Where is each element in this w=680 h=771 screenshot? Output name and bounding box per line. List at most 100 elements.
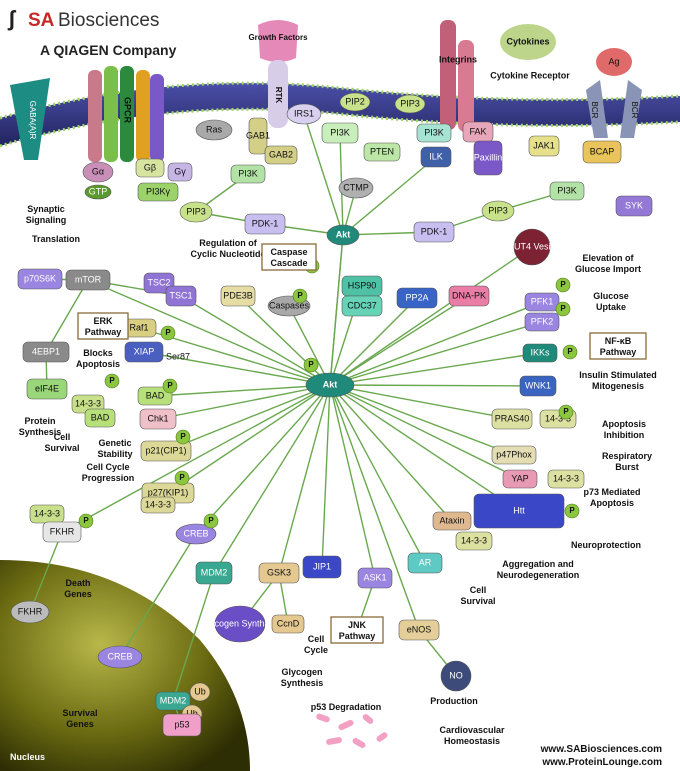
phospho-marker: P (558, 404, 574, 420)
edge-fkhr-top-to-fkhr-nuc (29, 531, 63, 613)
node-pi3kg-label: PI3Kγ (146, 186, 171, 196)
node-ebp1: 4EBP1 (22, 341, 70, 363)
node-p1433-ataxin-label: 14-3-3 (461, 535, 487, 545)
edge-akt-to-caspases (288, 305, 331, 386)
node-glycogen-synthase-label: Glycogen Synthase (201, 618, 279, 628)
node-xiap: XIAP (124, 341, 164, 363)
node-fkhr-nuc: FKHR (10, 600, 50, 624)
node-enos: eNOS (398, 619, 440, 641)
node-ub1: Ub (189, 682, 211, 702)
node-cdc37: CDC37 (341, 295, 383, 317)
node-gtp: GTP (84, 184, 112, 200)
edge-mdm2-top-to-mdm2-nuc (172, 572, 215, 702)
phospho-marker: P (562, 344, 578, 360)
node-pten: PTEN (363, 142, 401, 162)
node-dnapk: DNA-PK (448, 285, 490, 307)
phospho-label: P (180, 432, 186, 441)
phospho-label: P (563, 407, 569, 416)
node-pip3-left: PIP3 (179, 201, 213, 223)
node-ub1-label: Ub (194, 686, 206, 696)
edge-akt-to-p27 (167, 384, 331, 494)
phospho-marker: P (104, 373, 120, 389)
ser87-label: Ser87 (166, 351, 190, 361)
node-pi3k-top: PI3K (321, 122, 359, 144)
node-gab1-label: GAB1 (246, 130, 270, 140)
node-no: NO (440, 660, 472, 692)
footer-url-1: www.SABiosciences.com (540, 744, 662, 755)
phospho-marker: P (174, 470, 190, 486)
phospho-marker: P (160, 325, 176, 341)
node-pip3-right-label: PIP3 (488, 205, 508, 215)
gabaar-receptor: GABA(A)R (10, 78, 50, 160)
node-ctmp: CTMP (338, 177, 374, 199)
phospho-marker: P (555, 277, 571, 293)
edge-akt-to-pfk2 (329, 321, 543, 386)
edge-akt-to-dnapk (329, 295, 470, 386)
node-tsc2-label: TSC2 (147, 277, 170, 287)
node-p70s6k-label: p70S6K (24, 273, 56, 283)
node-p47phox: p47Phox (491, 445, 537, 465)
node-pras40: PRAS40 (491, 408, 533, 430)
node-pp2a: PP2A (396, 287, 438, 309)
phospho-marker: P (303, 357, 319, 373)
node-gg-label: Gγ (174, 166, 186, 176)
node-ga-label: Gα (92, 166, 104, 176)
phospho-label: P (165, 328, 171, 337)
node-xiap-label: XIAP (134, 346, 155, 356)
edge-akt-to-glut4 (329, 246, 533, 386)
node-p21-label: p21(CIP1) (145, 445, 186, 455)
edge-akt-to-xiap (143, 351, 331, 386)
node-p1433-yap-label: 14-3-3 (553, 473, 579, 483)
edge-akt-to-ask1 (329, 384, 376, 579)
edge-akt-to-jip1 (321, 384, 331, 568)
node-gg: Gγ (167, 162, 193, 182)
node-ataxin-label: Ataxin (439, 515, 464, 525)
node-chk1-label: Chk1 (147, 413, 168, 423)
node-jak1: JAK1 (528, 135, 560, 157)
node-ilk-label: ILK (429, 151, 443, 161)
node-ub2-label: Ub (186, 708, 198, 718)
node-bcap: BCAP (582, 140, 622, 164)
node-htt-label: Htt (513, 505, 525, 515)
phospho-marker: P (162, 378, 178, 394)
integrins-label: Integrins (439, 54, 477, 64)
outcome-neuroprotection: Neuroprotection (571, 540, 641, 550)
node-wnk1: WNK1 (519, 375, 557, 397)
node-pi3k-int-label: PI3K (424, 127, 444, 137)
node-p1433-pras-label: 14-3-3 (545, 413, 571, 423)
node-p1433-fkhr: 14-3-3 (29, 504, 65, 524)
edge-akt-to-bad-top (154, 384, 331, 397)
jnk-pathway-box (330, 616, 384, 644)
node-gb: Gβ (135, 158, 165, 178)
p53-fragments (316, 713, 388, 748)
outcome-p53-degradation: p53 Degradation (311, 702, 382, 712)
node-p1433-bad-label: 14-3-3 (75, 398, 101, 408)
node-pi3k-right: PI3K (549, 181, 585, 201)
node-ar-label: AR (419, 557, 432, 567)
edge-akt-to-ar (329, 384, 426, 564)
edge-akt-to-p21 (165, 384, 331, 452)
node-pi3k-left: PI3K (230, 164, 266, 184)
node-ikks: IKKs (522, 343, 558, 363)
node-pde3b-label: PDE3B (223, 290, 253, 300)
node-gab2: GAB2 (264, 145, 298, 165)
node-creb-nuc-label: CREB (107, 651, 132, 661)
node-ras-label: Ras (206, 124, 223, 134)
node-pip2: PIP2 (339, 92, 371, 112)
node-mtor: mTOR (65, 269, 111, 291)
node-bad-top-label: BAD (146, 390, 165, 400)
node-pdk1-left: PDK-1 (244, 213, 286, 235)
